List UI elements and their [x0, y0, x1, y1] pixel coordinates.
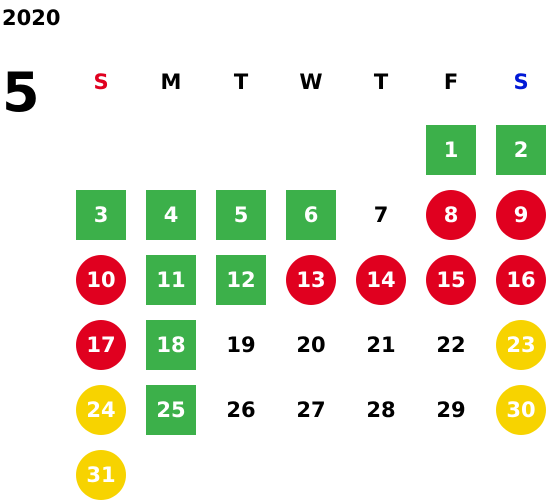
calendar-day-12: 12 [216, 255, 266, 305]
calendar-day-15: 15 [426, 255, 476, 305]
calendar-day-31: 31 [76, 450, 126, 500]
weekday-saturday: S [513, 70, 529, 94]
calendar-day-28: 28 [366, 398, 396, 422]
calendar-day-24: 24 [76, 385, 126, 435]
calendar-month: 5 [2, 61, 40, 124]
calendar-day-7: 7 [373, 203, 389, 227]
calendar-day-2: 2 [496, 125, 546, 175]
calendar-day-5: 5 [216, 190, 266, 240]
weekday-monday: M [160, 70, 182, 94]
calendar-day-21: 21 [366, 333, 396, 357]
calendar-day-16: 16 [496, 255, 546, 305]
calendar-day-25: 25 [146, 385, 196, 435]
calendar-day-10: 10 [76, 255, 126, 305]
weekday-thursday: T [373, 70, 389, 94]
weekday-tuesday: T [233, 70, 249, 94]
calendar-day-11: 11 [146, 255, 196, 305]
calendar-year: 2020 [2, 6, 61, 30]
calendar-day-23: 23 [496, 320, 546, 370]
calendar-day-6: 6 [286, 190, 336, 240]
calendar-day-26: 26 [226, 398, 256, 422]
calendar-day-20: 20 [296, 333, 326, 357]
weekday-wednesday: W [299, 70, 323, 94]
calendar-day-17: 17 [76, 320, 126, 370]
calendar-day-9: 9 [496, 190, 546, 240]
calendar-day-3: 3 [76, 190, 126, 240]
weekday-sunday: S [93, 70, 109, 94]
calendar-day-8: 8 [426, 190, 476, 240]
calendar-day-27: 27 [296, 398, 326, 422]
calendar-day-1: 1 [426, 125, 476, 175]
calendar-day-29: 29 [436, 398, 466, 422]
calendar-day-13: 13 [286, 255, 336, 305]
calendar-day-22: 22 [436, 333, 466, 357]
calendar-day-18: 18 [146, 320, 196, 370]
calendar-day-4: 4 [146, 190, 196, 240]
calendar-day-19: 19 [226, 333, 256, 357]
calendar-day-30: 30 [496, 385, 546, 435]
weekday-friday: F [443, 70, 459, 94]
calendar-day-14: 14 [356, 255, 406, 305]
